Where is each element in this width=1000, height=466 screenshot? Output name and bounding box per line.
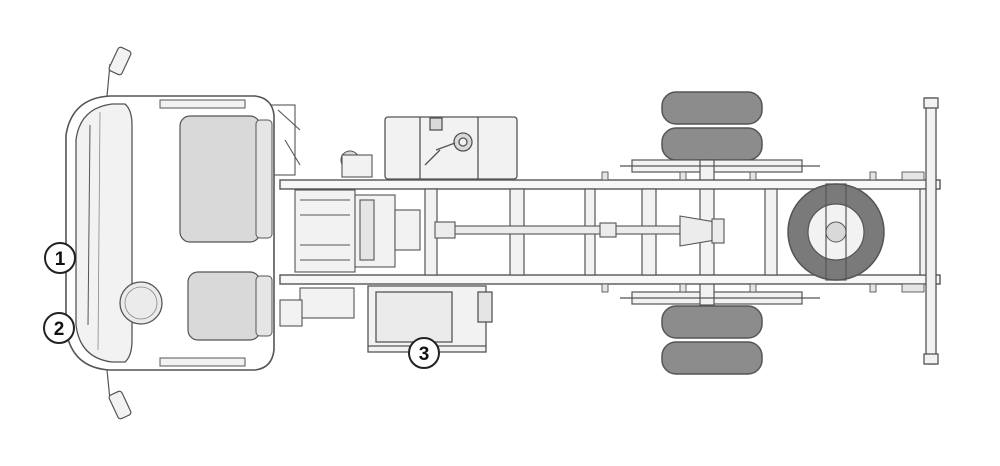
callout-2: 2 — [43, 312, 75, 344]
seat-bottom — [187, 271, 261, 341]
rear-tire-top-inner — [661, 127, 763, 161]
fuel-tank — [384, 116, 518, 180]
spare-tire — [787, 183, 885, 281]
callout-1: 1 — [44, 242, 76, 274]
battery-box — [367, 285, 493, 353]
callout-3-label: 3 — [419, 344, 430, 365]
callout-3-circle — [408, 337, 440, 369]
callout-2-label: 2 — [54, 319, 65, 340]
frame-rails — [279, 179, 941, 285]
seat-top — [179, 115, 261, 243]
steering-wheel — [119, 281, 163, 325]
cab — [65, 95, 275, 371]
rear-tire-bottom-outer — [661, 341, 763, 375]
driveshaft — [434, 215, 725, 247]
callout-2-circle — [43, 312, 75, 344]
callout-1-label: 1 — [55, 249, 66, 270]
rear-dual-wheels — [661, 91, 763, 375]
windshield — [75, 103, 133, 363]
engine-transmission — [264, 104, 421, 327]
rear-tire-bottom-inner — [661, 305, 763, 339]
mirrors — [106, 46, 132, 420]
rear-tire-top-outer — [661, 91, 763, 125]
rear-bumper — [923, 97, 939, 365]
callout-1-circle — [44, 242, 76, 274]
frame-brackets — [601, 171, 925, 293]
callout-3: 3 — [408, 337, 440, 369]
